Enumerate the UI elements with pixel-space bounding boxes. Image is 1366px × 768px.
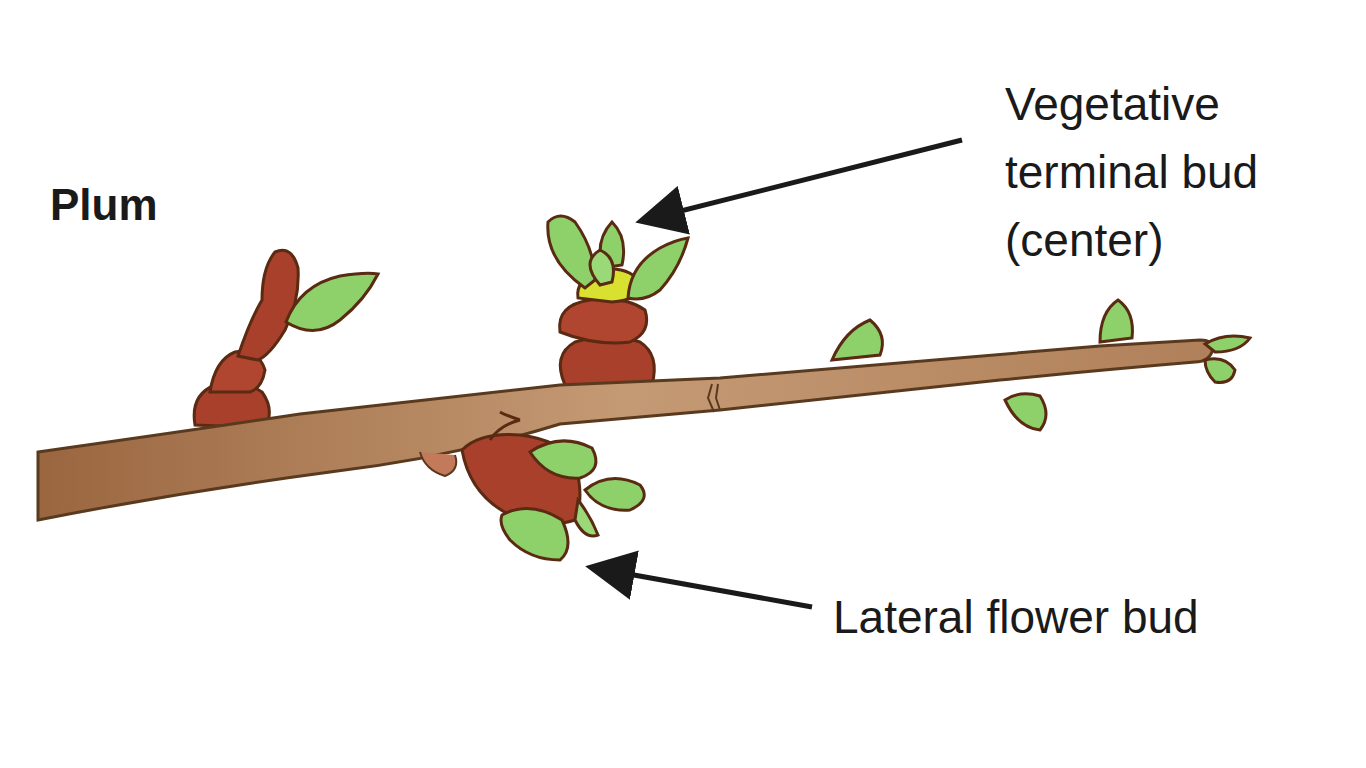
bud-label: Vegetative terminal bud (center)	[1005, 70, 1350, 274]
lateral-bud	[462, 412, 644, 560]
leader-arrow	[645, 140, 962, 220]
bark-crack	[708, 384, 720, 412]
terminal-bud	[548, 216, 688, 385]
bud-label: Lateral flower bud	[833, 588, 1353, 646]
small-buds	[832, 300, 1250, 430]
branch	[38, 340, 1213, 520]
leader-arrow	[595, 568, 812, 607]
bud-scar	[420, 452, 456, 476]
left-bud	[194, 250, 378, 428]
diagram-title: Plum	[50, 178, 158, 232]
